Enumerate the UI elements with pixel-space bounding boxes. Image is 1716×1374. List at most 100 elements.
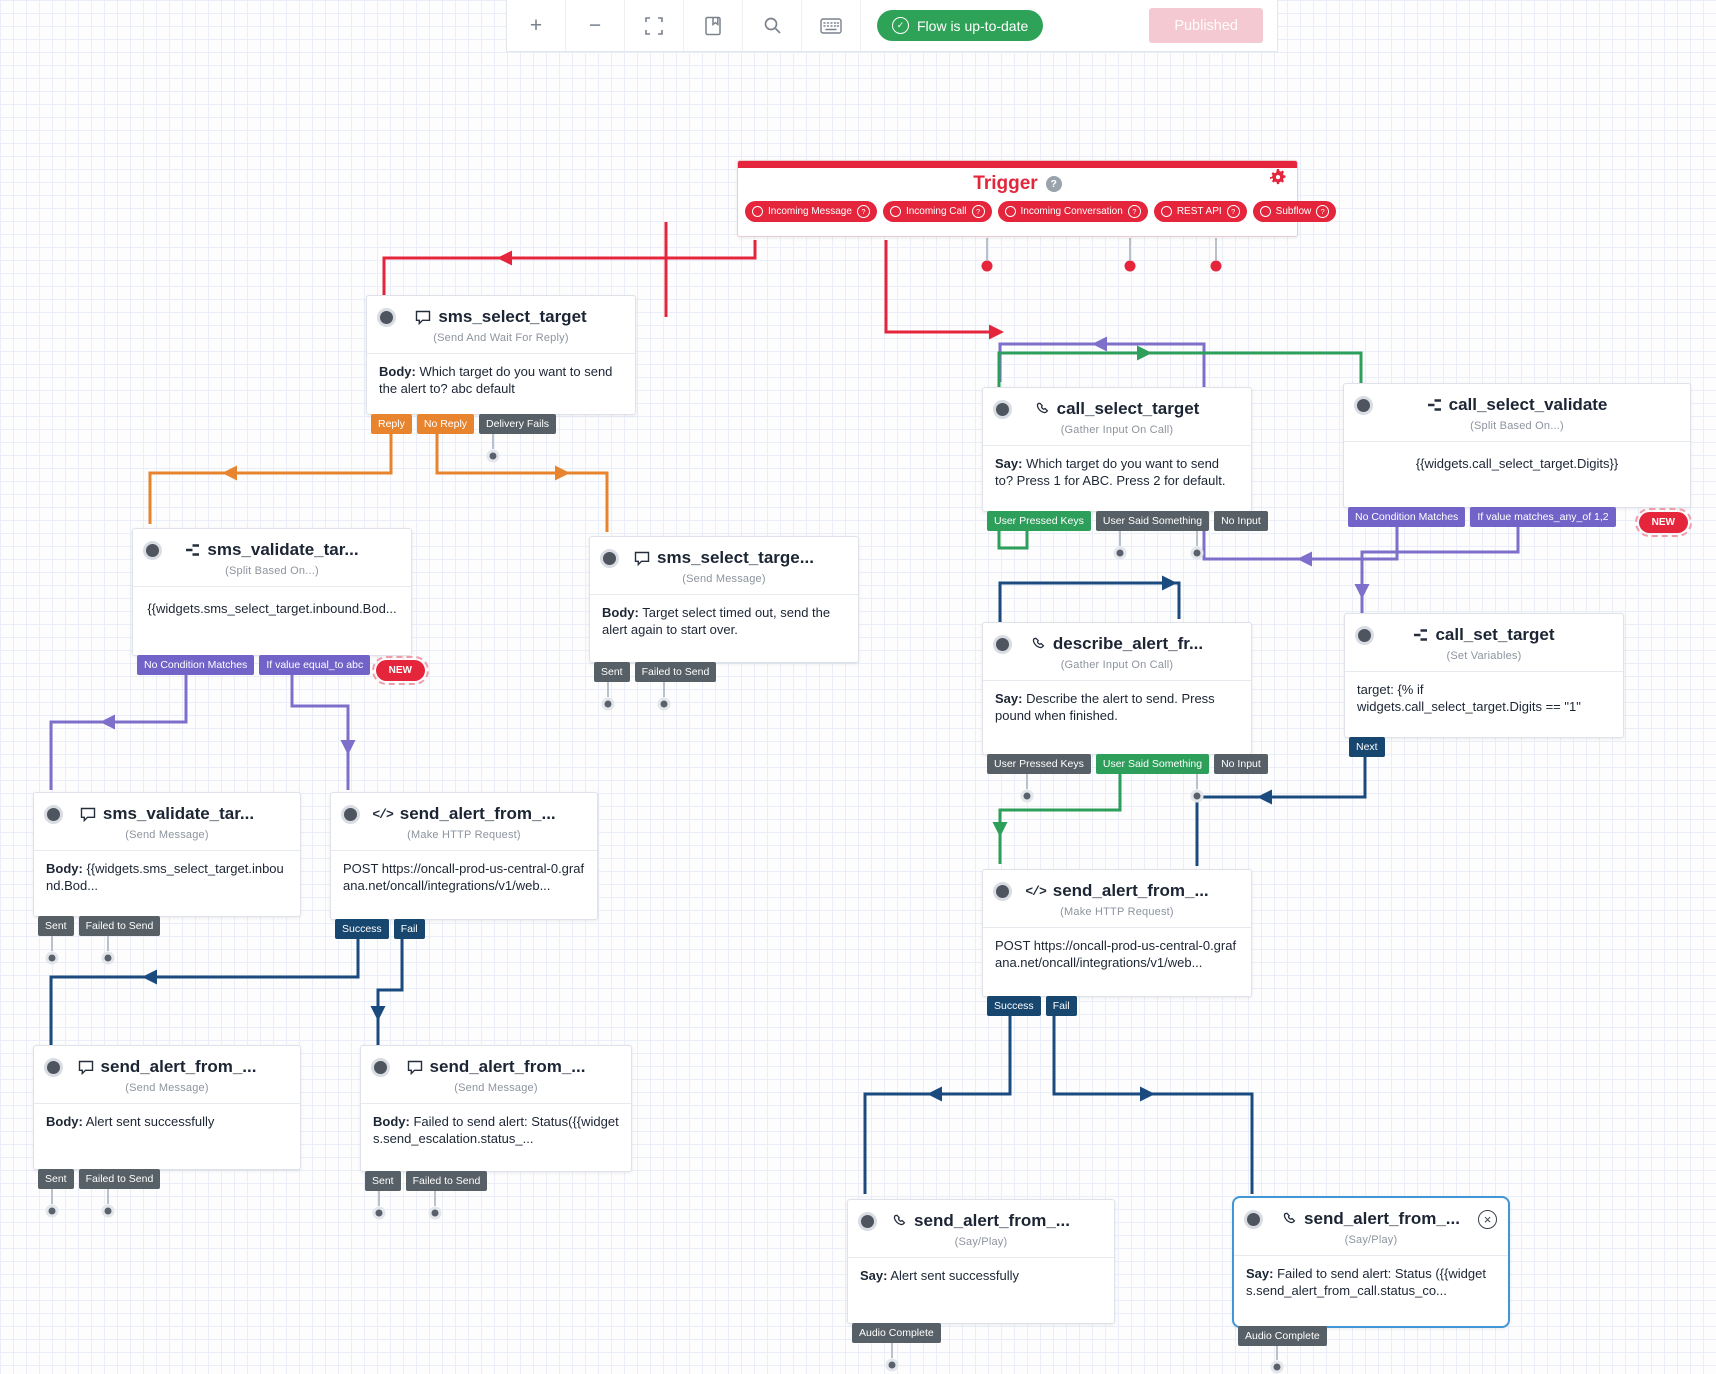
widget-body: Body: Which target do you want to send t… — [367, 354, 635, 407]
close-icon[interactable]: × — [1478, 1210, 1497, 1229]
transition-success[interactable]: Success — [335, 919, 389, 939]
zoom-in-button[interactable]: + — [507, 0, 566, 51]
publish-button[interactable]: Published — [1149, 8, 1263, 43]
widget-send-alert-sms-failed[interactable]: send_alert_from_... (Send Message) Body:… — [360, 1045, 632, 1191]
help-icon[interactable]: ? — [1045, 176, 1062, 192]
widget-body: Body: {{widgets.sms_select_target.inboun… — [34, 851, 300, 904]
transition-if-value-matches[interactable]: If value matches_any_of 1,2 — [1470, 507, 1616, 527]
entry-port[interactable] — [993, 882, 1012, 901]
set-variables-icon — [1413, 628, 1428, 642]
widget-sms-validate-message[interactable]: sms_validate_tar... (Send Message) Body:… — [33, 792, 301, 936]
body-label: Say: — [995, 691, 1023, 706]
widget-send-alert-sms-success[interactable]: send_alert_from_... (Send Message) Body:… — [33, 1045, 301, 1189]
transition-failed-to-send[interactable]: Failed to Send — [78, 1169, 161, 1189]
entry-port[interactable] — [993, 635, 1012, 654]
widget-describe-alert[interactable]: describe_alert_fr... (Gather Input On Ca… — [982, 622, 1268, 774]
widget-send-alert-call-failed[interactable]: × send_alert_from_... (Say/Play) Say: Fa… — [1232, 1196, 1510, 1346]
transition-pills: Next — [1349, 737, 1385, 757]
entry-port[interactable] — [858, 1212, 877, 1231]
transition-user-pressed-keys[interactable]: User Pressed Keys — [987, 511, 1091, 531]
transition-user-said-something[interactable]: User Said Something — [1095, 754, 1210, 774]
chat-icon — [78, 1060, 94, 1075]
entry-port[interactable] — [44, 1058, 63, 1077]
widget-body: Body: Target select timed out, send the … — [590, 595, 858, 648]
widget-sms-select-timeout[interactable]: sms_select_targe... (Send Message) Body:… — [589, 536, 859, 682]
gear-icon[interactable] — [1269, 168, 1287, 191]
transition-no-reply[interactable]: No Reply — [416, 414, 475, 434]
widget-title: send_alert_from_... — [429, 1057, 586, 1076]
transition-sent[interactable]: Sent — [38, 916, 74, 936]
widget-type-label: (Make HTTP Request) — [331, 824, 597, 851]
plus-icon: + — [529, 13, 543, 37]
transition-no-condition-matches[interactable]: No Condition Matches — [1348, 507, 1466, 527]
transition-pills: User Pressed Keys User Said Something No… — [987, 511, 1268, 531]
transition-sent[interactable]: Sent — [594, 662, 630, 682]
entry-port[interactable] — [1354, 396, 1373, 415]
code-icon: </> — [372, 806, 393, 822]
widget-trigger[interactable]: Trigger ? Incoming Message? Incoming Cal… — [737, 160, 1337, 237]
trigger-title: Trigger — [973, 173, 1038, 194]
widget-call-select-target[interactable]: call_select_target (Gather Input On Call… — [982, 387, 1268, 531]
widget-sms-validate-split[interactable]: sms_validate_tar... (Split Based On...) … — [132, 528, 430, 685]
widget-call-select-validate[interactable]: call_select_validate (Split Based On...)… — [1343, 383, 1693, 537]
widget-send-alert-http-sms[interactable]: </> send_alert_from_... (Make HTTP Reque… — [330, 792, 598, 939]
transition-user-said-something[interactable]: User Said Something — [1095, 511, 1210, 531]
body-label: Body: — [602, 605, 639, 620]
widget-title: send_alert_from_... — [399, 804, 556, 823]
entry-port[interactable] — [1244, 1210, 1263, 1229]
trigger-subflow[interactable]: Subflow? — [1252, 201, 1337, 222]
body-label: Say: — [1246, 1266, 1274, 1281]
trigger-incoming-call[interactable]: Incoming Call? — [882, 201, 992, 222]
entry-port[interactable] — [143, 541, 162, 560]
widget-sms-select-target[interactable]: sms_select_target (Send And Wait For Rep… — [366, 295, 636, 434]
widget-type-label: (Send Message) — [590, 568, 858, 595]
transition-no-input[interactable]: No Input — [1214, 754, 1268, 774]
canvas-toolbar: + − ✓ Flow is up-to-date Published — [506, 0, 1278, 52]
transition-pills: No Condition Matches If value equal_to a… — [137, 655, 371, 675]
entry-port[interactable] — [341, 805, 360, 824]
entry-port[interactable] — [377, 308, 396, 327]
library-button[interactable] — [684, 0, 743, 51]
transition-delivery-fails[interactable]: Delivery Fails — [479, 414, 557, 434]
trigger-incoming-conversation[interactable]: Incoming Conversation? — [997, 201, 1148, 222]
body-label: Say: — [860, 1268, 888, 1283]
body-text: Failed to send alert: Status({{widgets.s… — [373, 1114, 619, 1147]
transition-next[interactable]: Next — [1349, 737, 1385, 757]
minus-icon: − — [588, 13, 602, 37]
transition-user-pressed-keys[interactable]: User Pressed Keys — [987, 754, 1091, 774]
transition-fail[interactable]: Fail — [1045, 996, 1077, 1016]
shortcuts-button[interactable] — [802, 0, 861, 51]
transition-no-condition-matches[interactable]: No Condition Matches — [137, 655, 255, 675]
trigger-incoming-message[interactable]: Incoming Message? — [745, 201, 877, 222]
transition-if-value-equal[interactable]: If value equal_to abc — [259, 655, 371, 675]
transition-audio-complete[interactable]: Audio Complete — [852, 1323, 941, 1343]
transition-no-input[interactable]: No Input — [1214, 511, 1268, 531]
entry-port[interactable] — [600, 549, 619, 568]
transition-audio-complete[interactable]: Audio Complete — [1238, 1326, 1327, 1346]
zoom-out-button[interactable]: − — [566, 0, 625, 51]
keyboard-icon — [820, 17, 842, 34]
widget-send-alert-http-call[interactable]: </> send_alert_from_... (Make HTTP Reque… — [982, 869, 1252, 1016]
entry-port[interactable] — [371, 1058, 390, 1077]
radio-icon — [752, 206, 763, 217]
fit-view-button[interactable] — [625, 0, 684, 51]
entry-port[interactable] — [1355, 626, 1374, 645]
widget-title: call_select_target — [1056, 399, 1200, 418]
widget-call-set-target[interactable]: call_set_target (Set Variables) target: … — [1344, 613, 1624, 757]
entry-port[interactable] — [993, 400, 1012, 419]
transition-success[interactable]: Success — [987, 996, 1041, 1016]
transition-sent[interactable]: Sent — [365, 1171, 401, 1191]
transition-sent[interactable]: Sent — [38, 1169, 74, 1189]
widget-title: call_set_target — [1435, 625, 1555, 644]
trigger-rest-api[interactable]: REST API? — [1153, 201, 1247, 222]
transition-reply[interactable]: Reply — [371, 414, 412, 434]
widget-title: send_alert_from_... — [1304, 1209, 1460, 1228]
entry-port[interactable] — [44, 805, 63, 824]
widget-send-alert-call-success[interactable]: send_alert_from_... (Say/Play) Say: Aler… — [847, 1199, 1115, 1343]
transition-failed-to-send[interactable]: Failed to Send — [405, 1171, 488, 1191]
transition-failed-to-send[interactable]: Failed to Send — [78, 916, 161, 936]
transition-fail[interactable]: Fail — [393, 919, 425, 939]
search-button[interactable] — [743, 0, 802, 51]
transition-failed-to-send[interactable]: Failed to Send — [634, 662, 717, 682]
